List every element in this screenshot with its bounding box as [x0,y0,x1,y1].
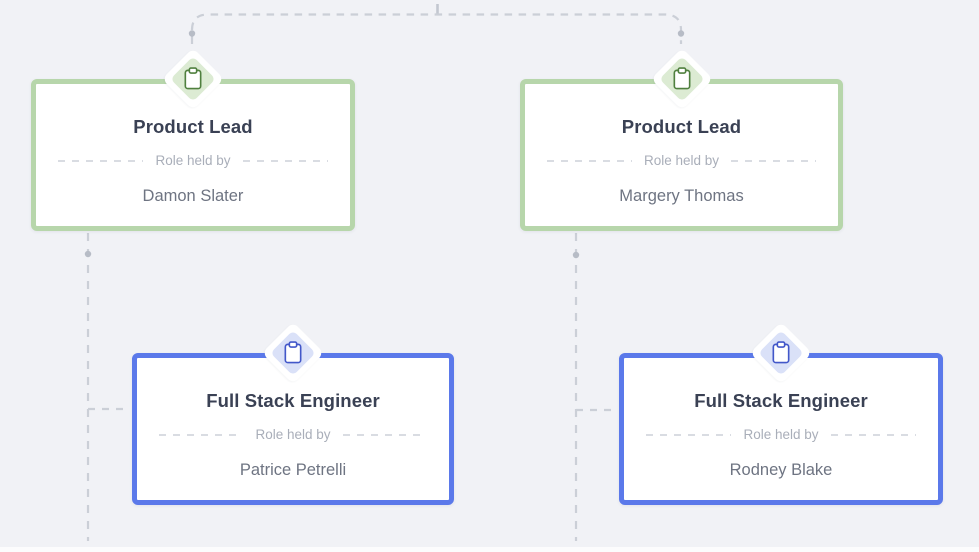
person-name: Margery Thomas [619,187,744,205]
role-title: Product Lead [621,116,742,137]
dashed-rule-right [342,434,427,436]
role-card-product-lead-2[interactable]: Product Lead Role held by Margery Thomas [520,47,843,231]
dashed-rule-left [159,434,244,436]
dashed-rule-right [731,160,816,162]
role-held-by-row: Role held by [525,153,838,169]
role-held-by-label: Role held by [255,427,331,442]
dashed-rule-left [58,160,144,162]
dashed-rule-left [646,434,732,436]
dashed-rule-right [242,160,328,162]
role-held-by-row: Role held by [36,153,350,169]
person-name: Rodney Blake [729,461,833,479]
dashed-rule-right [830,434,916,436]
person-name: Patrice Petrelli [239,461,347,479]
dashed-rule-left [547,160,632,162]
role-card-full-stack-engineer-2[interactable]: Full Stack Engineer Role held by Rodney … [619,321,943,505]
role-held-by-row: Role held by [137,427,449,443]
role-title: Product Lead [133,116,253,137]
role-title: Full Stack Engineer [694,390,868,411]
person-name: Damon Slater [142,187,244,205]
connector-endpoint-dot [84,250,92,258]
role-card-full-stack-engineer-1[interactable]: Full Stack Engineer Role held by Patrice… [132,321,454,505]
role-title: Full Stack Engineer [206,390,380,411]
connector-endpoint-dot [188,30,196,37]
connector-endpoint-dot [677,30,685,37]
role-held-by-label: Role held by [643,153,720,168]
role-card-product-lead-1[interactable]: Product Lead Role held by Damon Slater [31,47,355,231]
role-held-by-label: Role held by [155,153,231,168]
role-held-by-row: Role held by [624,427,938,443]
connector-endpoint-dot [572,251,580,259]
role-held-by-label: Role held by [743,427,819,442]
bottom-edge-strip [0,547,979,552]
connector-top [190,13,683,44]
